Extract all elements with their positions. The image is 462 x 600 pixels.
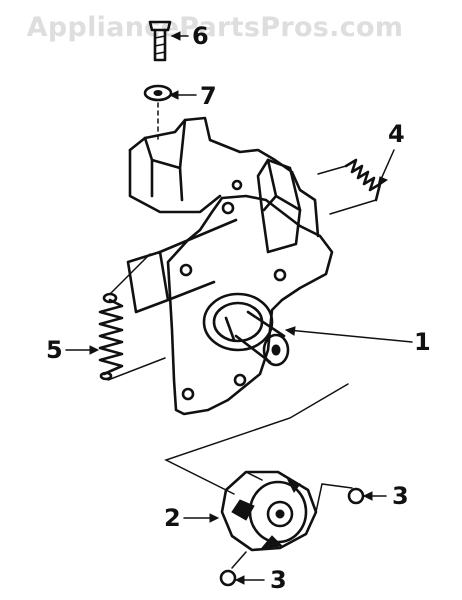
bracket-assembly-part-1 [126, 116, 334, 416]
callout-2: 2 [164, 504, 181, 532]
callout-5: 5 [46, 336, 63, 364]
watermark: AppliancePartsPros.com [26, 12, 404, 43]
pin-part-3-right [315, 483, 365, 513]
callout-3-bottom: 3 [270, 566, 287, 594]
callout-6: 6 [192, 22, 209, 50]
callout-3-right: 3 [392, 482, 409, 510]
callout-1: 1 [414, 328, 431, 356]
spring-part-5 [98, 253, 166, 381]
spring-part-4 [317, 158, 382, 215]
leader-lines [65, 31, 413, 585]
connector-line [164, 383, 349, 495]
screw-part-6 [148, 20, 172, 62]
cam-part-2 [220, 470, 318, 552]
callout-4: 4 [388, 120, 405, 148]
callout-7: 7 [200, 82, 217, 110]
pin-part-3-bottom [219, 551, 247, 587]
washer-part-7 [143, 84, 173, 102]
